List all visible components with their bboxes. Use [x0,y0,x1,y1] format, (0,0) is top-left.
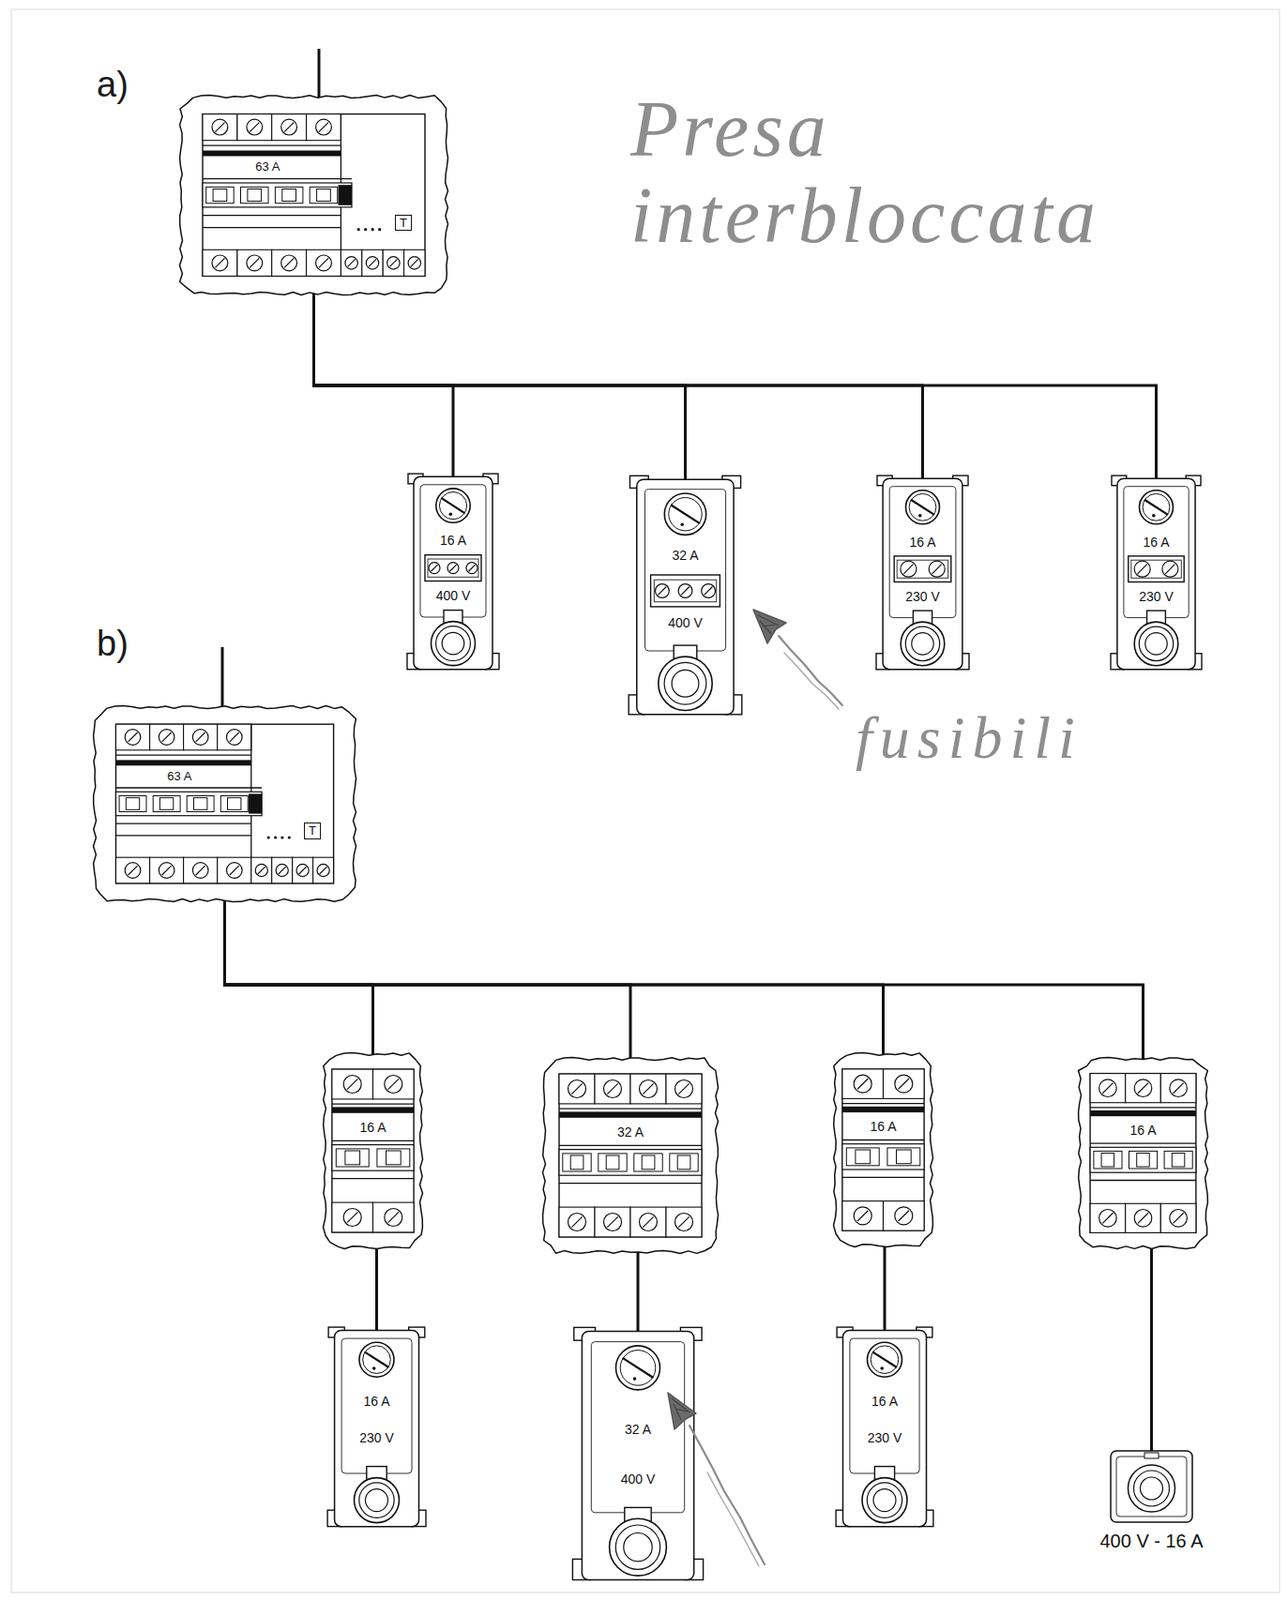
test-button-label: T [394,214,412,232]
rating-label: 32 A [615,1124,646,1141]
pencil-arrow [784,652,839,710]
circuit-breaker: 16 A [832,1051,935,1249]
device-drawing [321,1051,425,1251]
wire [225,895,374,1060]
fused-interlocked-socket: 16 A 400 V [406,472,501,674]
rating-label: 16 A [907,534,938,551]
rating-label: 63 A [253,159,282,175]
voltage-label: 230 V [903,589,942,606]
pencil-arrow [689,1425,765,1565]
rating-label: 32 A [669,547,700,564]
main-rcd-breaker: 63 A T [91,704,358,904]
fused-interlocked-socket: 16 A 230 V [1109,474,1203,674]
rating-label: 16 A [438,532,469,549]
main-rcd-breaker: 63 A T [178,93,450,297]
page-frame [11,9,1280,1593]
device-drawing [1109,474,1203,674]
circuit-breaker: 32 A [541,1056,720,1256]
device-drawing [875,474,970,674]
device-drawing [832,1051,935,1249]
wire [636,1247,640,1334]
wire [225,895,1144,1064]
wire [314,288,1157,483]
rating-label: 32 A [622,1422,653,1439]
voltage-label: 400 V [666,615,705,632]
fused-interlocked-socket: 16 A 230 V [875,474,970,674]
wire [225,895,884,1060]
wire [883,1241,887,1334]
rating-label: 16 A [1127,1122,1158,1139]
wire [375,1242,379,1334]
pencil-arrow [778,636,843,706]
rating-label: 16 A [357,1120,388,1137]
rating-label: 16 A [361,1394,392,1410]
voltage-label: 400 V [434,588,473,605]
socket-outlet: 400 V - 16 A [1078,1449,1225,1555]
wire [1150,1242,1153,1457]
pencil-arrowhead [667,1393,697,1430]
test-button-label: T [303,822,321,840]
voltage-label: 400 V [619,1471,658,1488]
rating-label: 16 A [869,1394,900,1410]
device-drawing [326,1326,427,1531]
pencil-scribble [757,615,779,635]
device-drawing [541,1056,720,1256]
handwritten-note: fusibili [855,705,1083,772]
wire [225,895,632,1064]
device-drawing [178,93,450,297]
rating-label: 63 A [165,769,194,785]
device-drawing [627,474,743,720]
interlocked-socket: 32 A 400 V [571,1326,705,1586]
pencil-scribble [671,1398,690,1421]
device-drawing [834,1326,935,1531]
voltage-label: 230 V [357,1430,396,1447]
panel-letter: a) [96,65,129,106]
circuit-breaker: 16 A [321,1051,425,1251]
pencil-arrow [707,1472,759,1567]
device-drawing [91,704,358,904]
fused-interlocked-socket: 32 A 400 V [627,474,743,720]
circuit-breaker: 16 A [1076,1056,1210,1251]
interlocked-socket: 16 A 230 V [834,1326,935,1531]
panel-letter: b) [96,624,129,665]
rating-label: 16 A [1140,534,1171,551]
voltage-label: 230 V [865,1430,905,1447]
rating-label: 16 A [867,1119,898,1136]
supply-line [221,647,225,713]
handwritten-note: Presa interbloccata [630,86,1213,260]
device-drawing [1076,1056,1210,1251]
device-drawing [571,1326,705,1586]
supply-line [318,48,321,104]
device-drawing [406,472,501,674]
voltage-label: 230 V [1136,589,1176,606]
socket-rating-label: 400 V - 16 A [1097,1530,1205,1553]
pencil-arrowhead [753,609,787,644]
interlocked-socket: 16 A 230 V [326,1326,427,1531]
